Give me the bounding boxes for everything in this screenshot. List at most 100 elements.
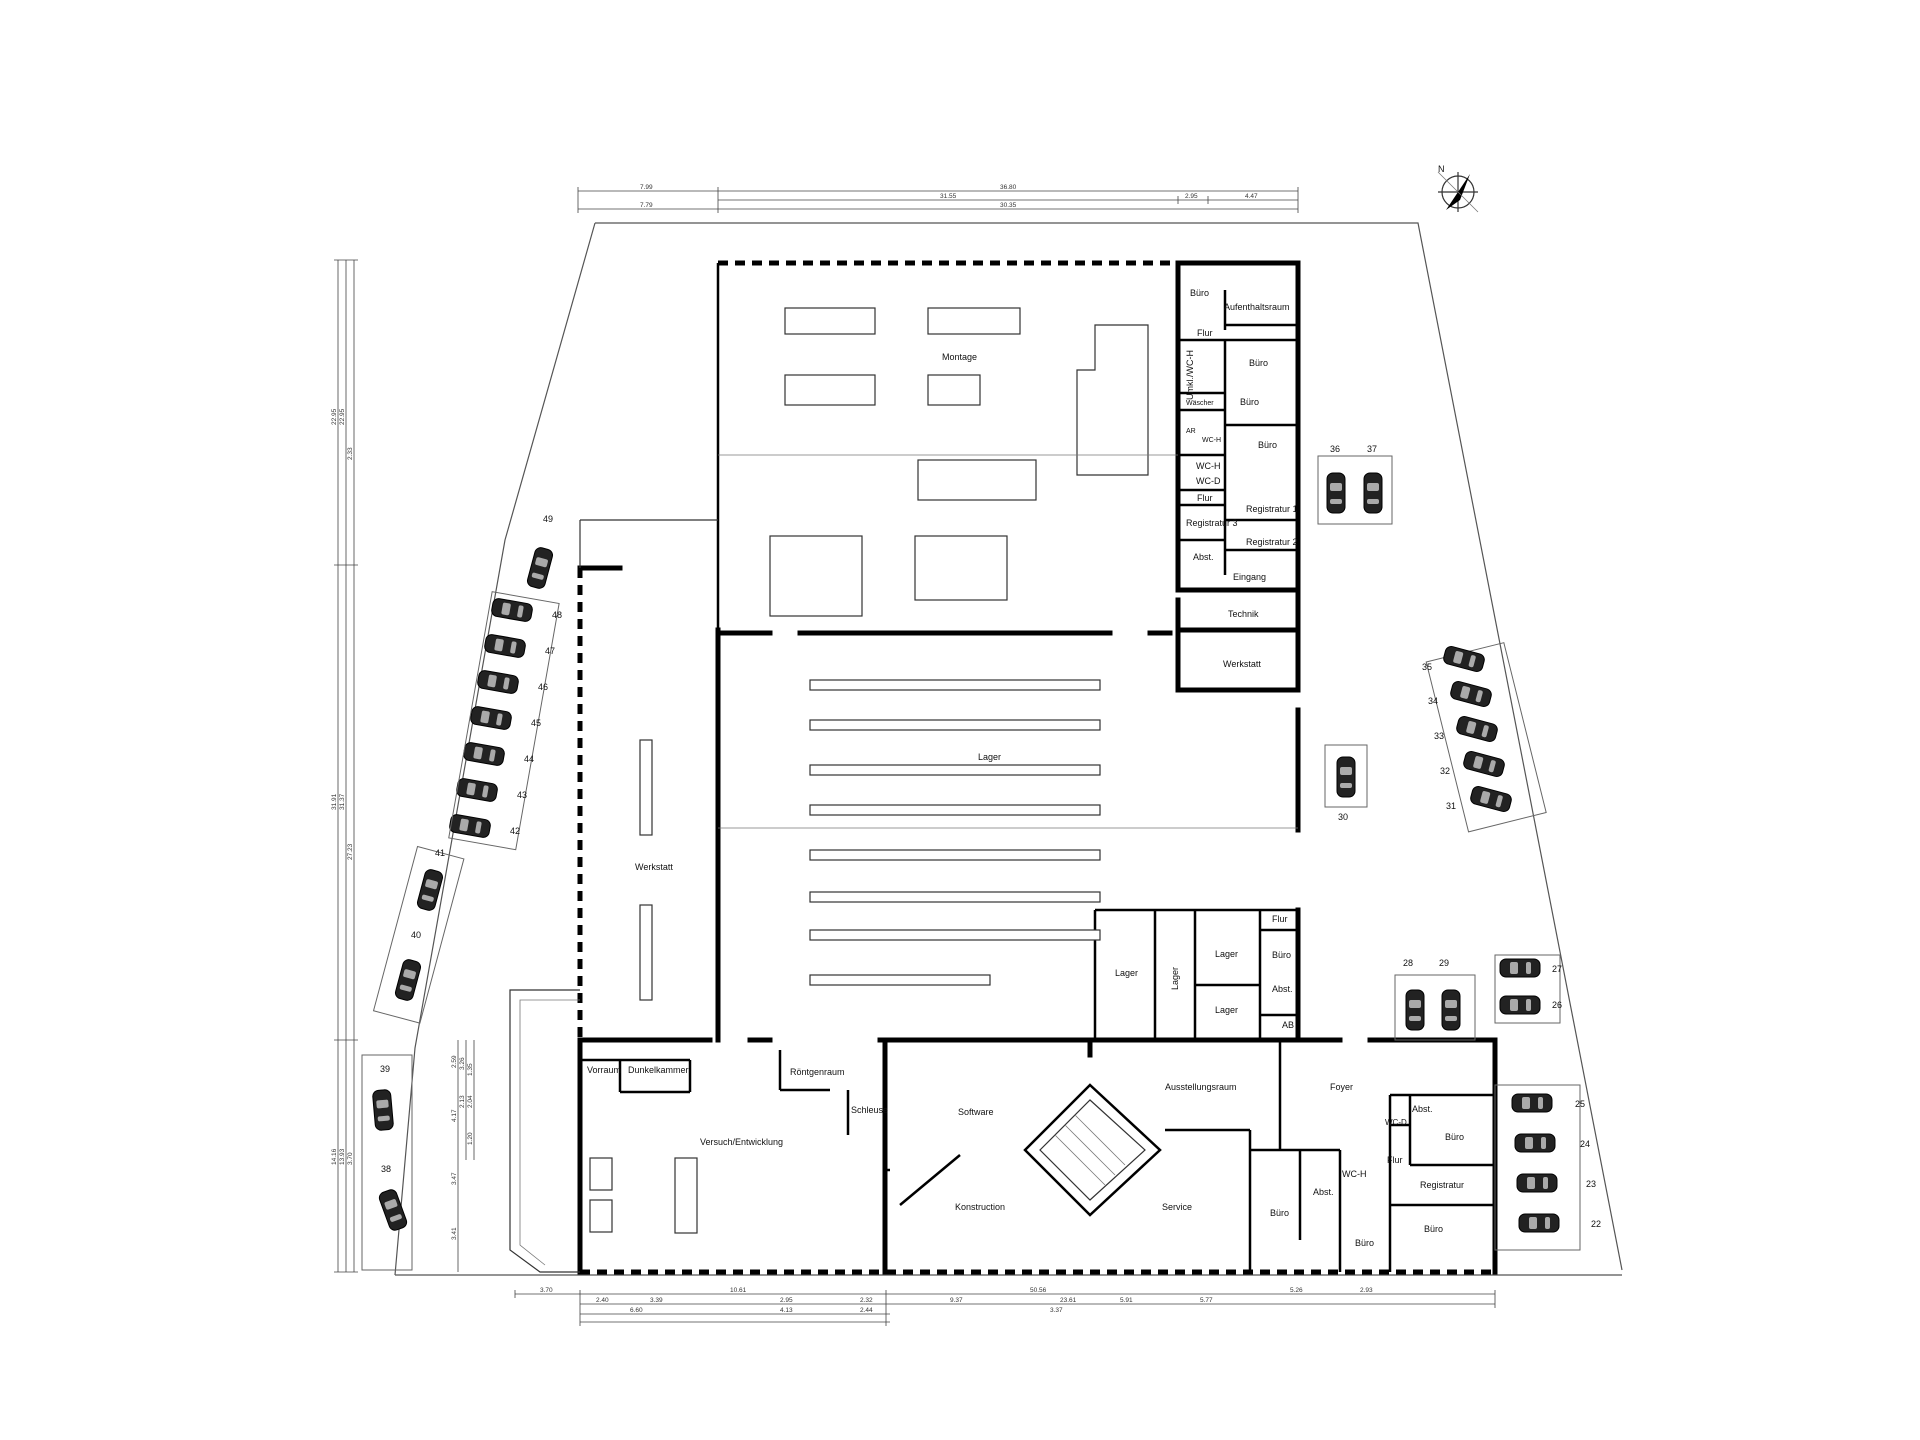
room-foyer: Foyer xyxy=(1330,1082,1353,1092)
car-34-icon xyxy=(1448,679,1494,709)
room-registratur-1: Registratur 1 xyxy=(1246,504,1298,514)
dim-left-q: 3.47 xyxy=(451,1172,458,1185)
parking-45: 45 xyxy=(531,718,541,728)
dim-left-a: 22.95 xyxy=(331,408,338,425)
dim-left-o: 2.04 xyxy=(467,1095,474,1108)
dim-left-k: 3.26 xyxy=(459,1057,466,1070)
north-label: N xyxy=(1438,164,1445,174)
parking-44: 44 xyxy=(524,754,534,764)
top-dimensions: 7.99 36.80 31.55 2.95 4.47 7.79 30.35 xyxy=(577,184,1299,213)
dim-bottom-g: 2.40 xyxy=(596,1297,609,1304)
room-abst-1: Abst. xyxy=(1193,552,1214,562)
parking-26: 26 xyxy=(1552,1000,1562,1010)
dim-bottom-p: 5.91 xyxy=(1120,1297,1133,1304)
room-roentgenraum: Röntgenraum xyxy=(790,1067,845,1077)
car-24-icon xyxy=(1514,1133,1556,1153)
dim-top-g: 30.35 xyxy=(1000,202,1017,209)
dim-left-l: 1.35 xyxy=(467,1063,474,1076)
dim-bottom-m: 2.44 xyxy=(860,1307,873,1314)
dim-left-b: 22.95 xyxy=(339,408,346,425)
parking-27: 27 xyxy=(1552,964,1562,974)
parking-24: 24 xyxy=(1580,1139,1590,1149)
dim-top-d: 2.95 xyxy=(1185,193,1198,200)
room-eingang: Eingang xyxy=(1233,572,1266,582)
dim-bottom-f: 2.93 xyxy=(1360,1287,1373,1294)
dim-top-e: 4.47 xyxy=(1245,193,1258,200)
car-47-icon xyxy=(483,633,527,659)
parking-40: 40 xyxy=(411,930,421,940)
room-konstruction: Konstruction xyxy=(955,1202,1005,1212)
room-dunkelkammer: Dunkelkammer xyxy=(628,1065,689,1075)
room-schleuse: Schleuse xyxy=(851,1105,888,1115)
room-registratur-2: Registratur 2 xyxy=(1246,537,1298,547)
room-wc-d-2: WC-D xyxy=(1385,1118,1407,1127)
room-werkstatt-east: Werkstatt xyxy=(1223,659,1261,669)
room-werkstatt-west: Werkstatt xyxy=(635,862,673,872)
room-ar: AR xyxy=(1186,428,1196,435)
room-wc-h-3: WC-H xyxy=(1342,1169,1367,1179)
car-27-icon xyxy=(1499,958,1541,978)
room-buero-9: Büro xyxy=(1424,1224,1443,1234)
room-buero-3: Büro xyxy=(1240,397,1259,407)
stair-diamond xyxy=(1023,1083,1162,1217)
dim-left-h: 13.93 xyxy=(339,1148,346,1165)
dim-left-c: 2.33 xyxy=(347,447,354,460)
room-lager-main: Lager xyxy=(978,752,1001,762)
parking-36: 36 xyxy=(1330,444,1340,454)
car-29-icon xyxy=(1441,989,1461,1031)
dim-left-r: 3.41 xyxy=(451,1227,458,1240)
parking-31: 31 xyxy=(1446,801,1456,811)
left-dimensions: 22.95 22.95 2.33 31.91 31.37 27.23 14.16… xyxy=(331,259,475,1273)
dim-bottom-b: 10.61 xyxy=(730,1287,747,1294)
room-flur-3: Flur xyxy=(1272,914,1288,924)
car-45-icon xyxy=(469,705,513,731)
parking-23: 23 xyxy=(1586,1179,1596,1189)
car-28-icon xyxy=(1405,989,1425,1031)
car-49-icon xyxy=(525,545,555,591)
car-22-icon xyxy=(1518,1213,1560,1233)
room-wc-d-1: WC-D xyxy=(1196,476,1221,486)
room-abst-2: Abst. xyxy=(1272,984,1293,994)
parking-47: 47 xyxy=(545,646,555,656)
car-26-icon xyxy=(1499,995,1541,1015)
car-44-icon xyxy=(462,741,506,767)
dim-left-i: 3.70 xyxy=(347,1152,354,1165)
room-flur-2: Flur xyxy=(1197,493,1213,503)
dim-bottom-l: 4.13 xyxy=(780,1307,793,1314)
car-23-icon xyxy=(1516,1173,1558,1193)
parking-38: 38 xyxy=(381,1164,391,1174)
room-registratur-3: Registratur 3 xyxy=(1186,518,1238,528)
room-lager-b: Lager xyxy=(1170,967,1180,990)
room-lager-a: Lager xyxy=(1115,968,1138,978)
room-buero-6: Büro xyxy=(1445,1132,1464,1142)
dim-bottom-a: 3.70 xyxy=(540,1287,553,1294)
room-abst-3: Abst. xyxy=(1412,1104,1433,1114)
car-30-icon xyxy=(1336,756,1356,798)
parking-32: 32 xyxy=(1440,766,1450,776)
dim-bottom-k: 2.32 xyxy=(860,1297,873,1304)
dim-left-n: 2.13 xyxy=(459,1095,466,1108)
parking-35: 35 xyxy=(1422,662,1432,672)
room-service: Service xyxy=(1162,1202,1192,1212)
room-versuch: Versuch/Entwicklung xyxy=(700,1137,783,1147)
dim-left-p: 1.20 xyxy=(467,1132,474,1145)
car-38-icon xyxy=(377,1187,409,1233)
parking-49: 49 xyxy=(543,514,553,524)
parking-43: 43 xyxy=(517,790,527,800)
room-umkl-wc: Umkl./WC-H xyxy=(1185,350,1195,400)
parking-34: 34 xyxy=(1428,696,1438,706)
dim-left-f: 27.23 xyxy=(347,843,354,860)
dim-bottom-q: 5.77 xyxy=(1200,1297,1213,1304)
bottom-dimensions: 3.70 10.61 50.56 23.61 5.26 2.93 2.40 3.… xyxy=(514,1287,1496,1326)
dim-left-j: 2.59 xyxy=(451,1055,458,1068)
fixtures xyxy=(589,307,1298,1234)
room-software: Software xyxy=(958,1107,994,1117)
parking-33: 33 xyxy=(1434,731,1444,741)
dim-bottom-n: 9.37 xyxy=(950,1297,963,1304)
room-aufenthaltsraum: Aufenthaltsraum xyxy=(1224,302,1290,312)
diagonal-wall xyxy=(899,1154,961,1206)
dim-left-m: 4.17 xyxy=(451,1109,458,1122)
dim-top-f: 7.79 xyxy=(640,202,653,209)
parking-42: 42 xyxy=(510,826,520,836)
room-waescher: Wäscher xyxy=(1186,400,1214,407)
